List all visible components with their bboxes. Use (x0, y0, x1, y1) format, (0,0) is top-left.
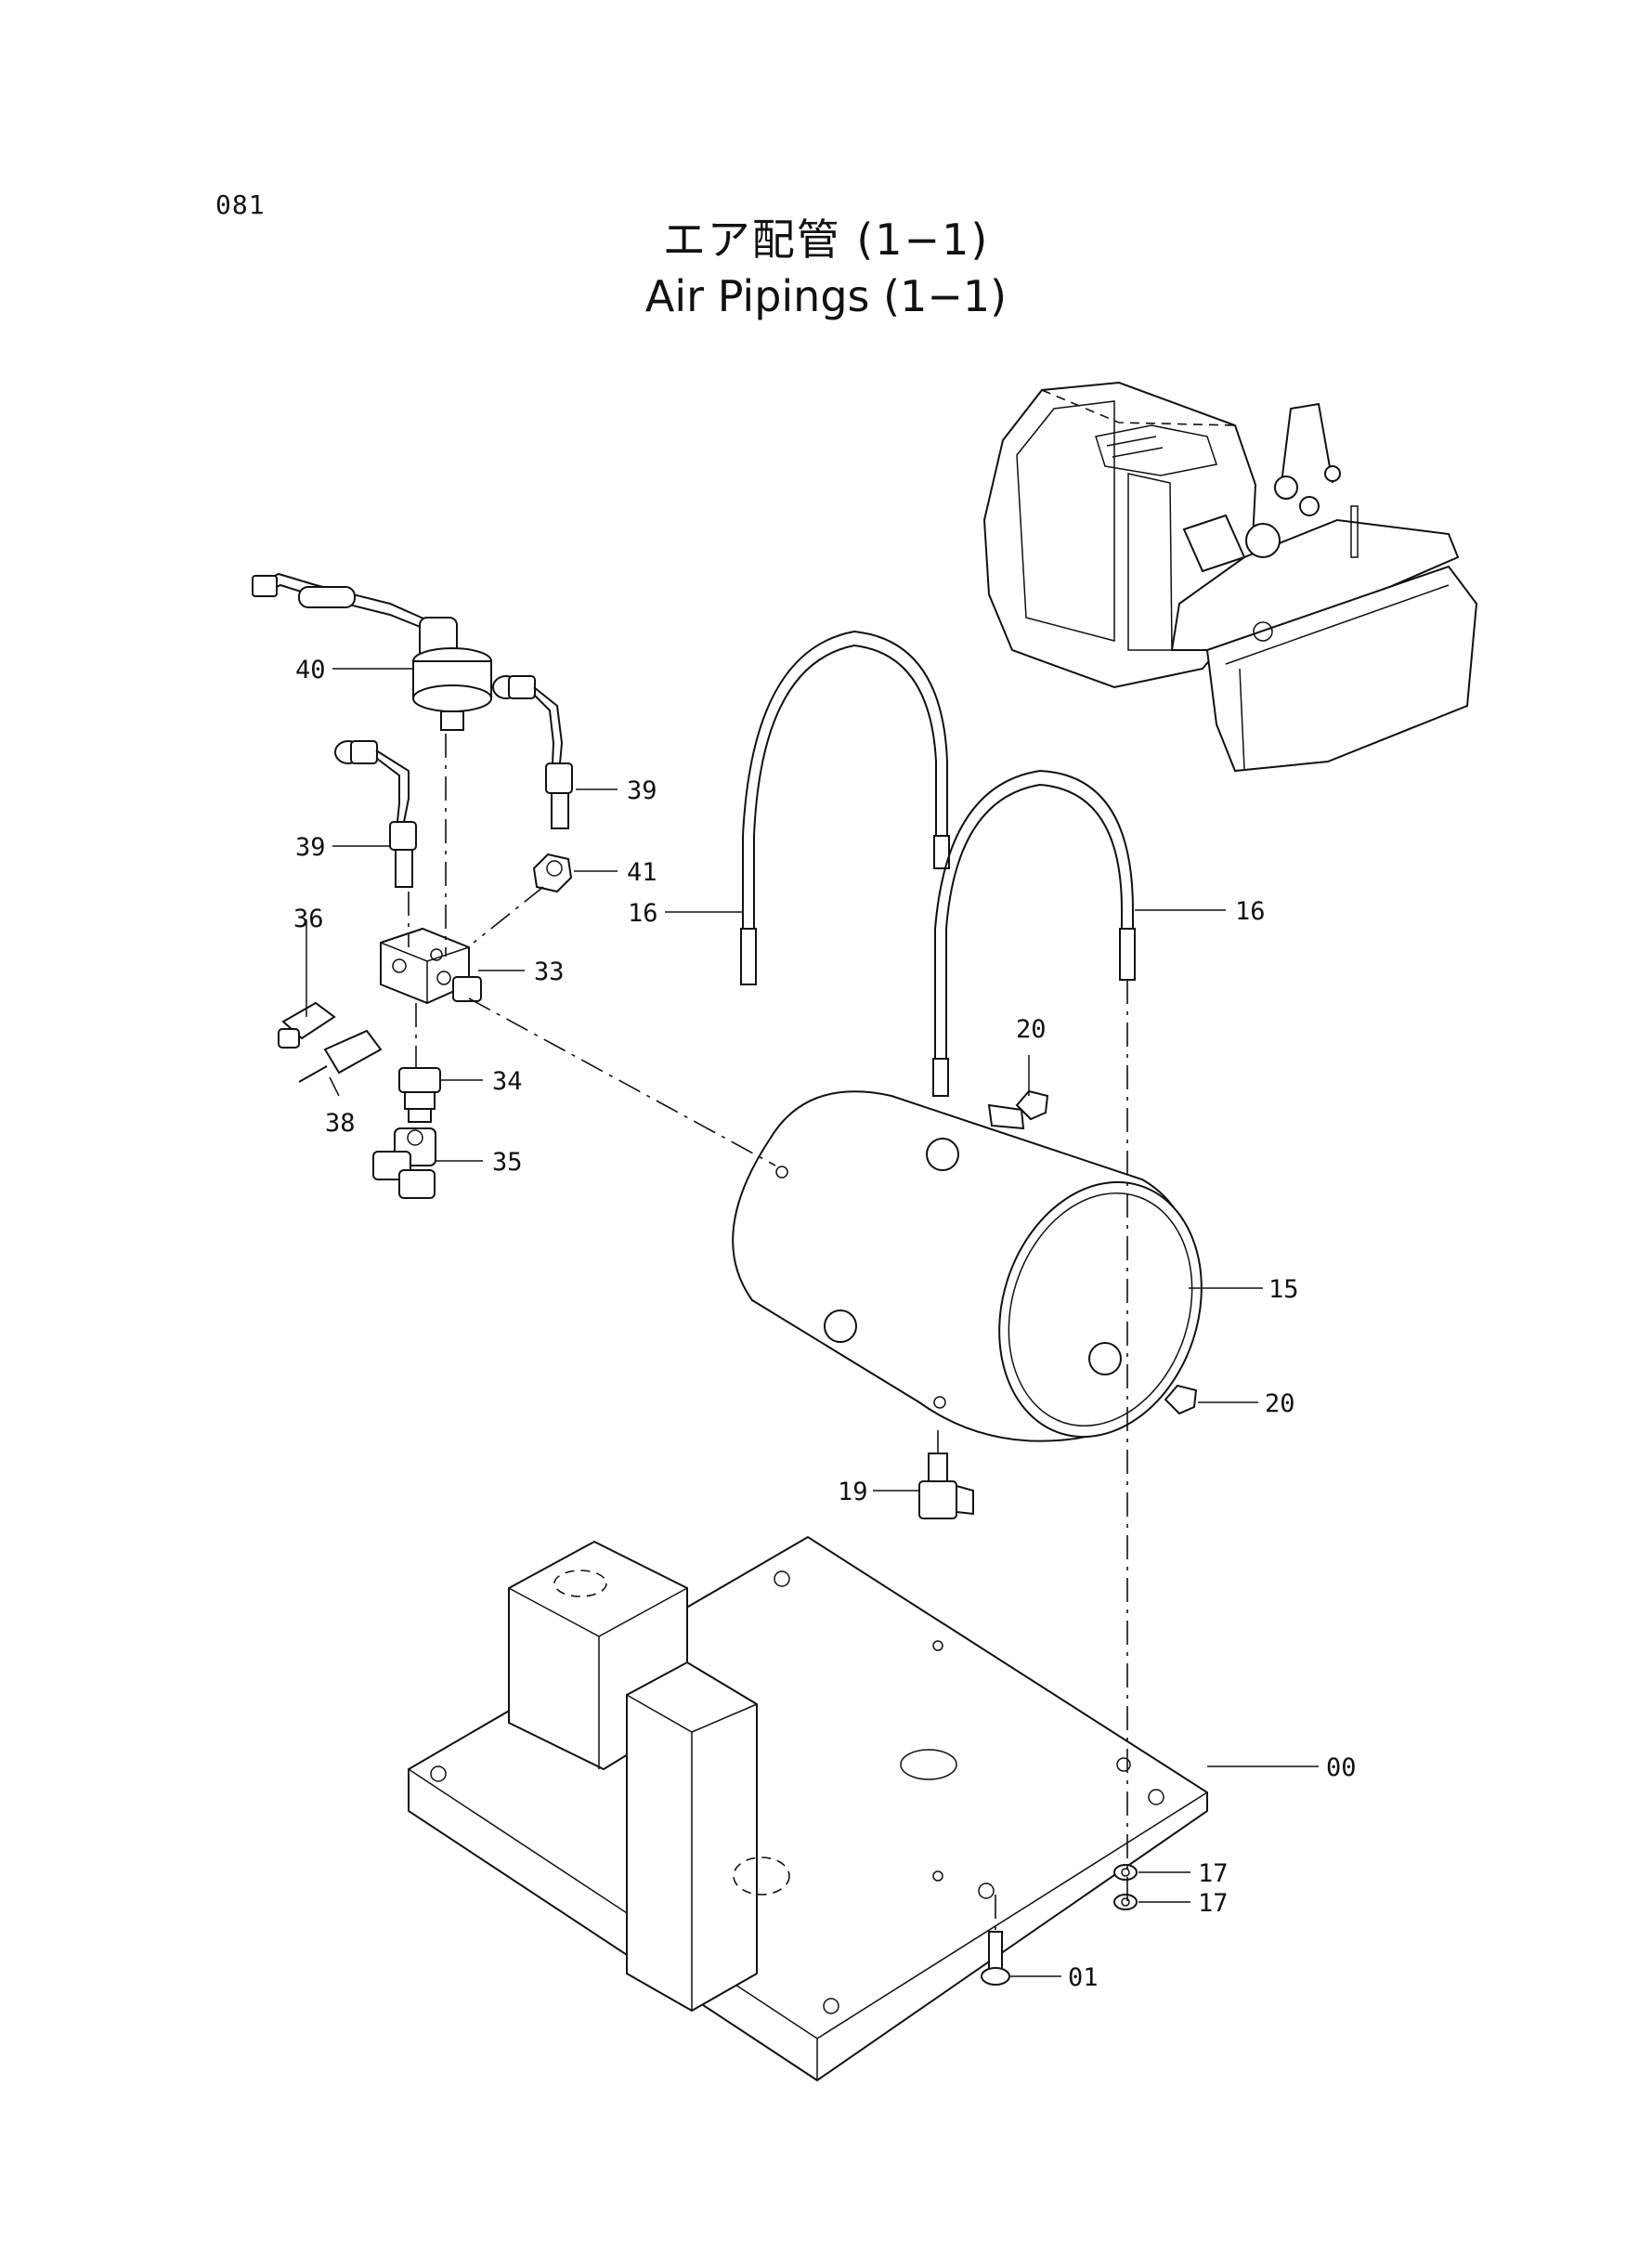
page-title: エア配管 (1−1) Air Pipings (1−1) (0, 212, 1652, 325)
drain-cock-19 (918, 1453, 974, 1519)
callout-35: 35 (492, 1148, 523, 1177)
title-japanese: エア配管 (1−1) (662, 215, 990, 265)
sensor-39-right (492, 675, 573, 829)
page-number: 081 (215, 189, 266, 220)
excavator-overview-illustration (982, 381, 1478, 773)
callout-34: 34 (492, 1067, 523, 1096)
callout-20-top: 20 (1016, 1015, 1047, 1044)
nut-17-upper (1113, 1864, 1138, 1881)
callout-40: 40 (295, 656, 326, 684)
callout-33: 33 (534, 958, 565, 986)
callout-41: 41 (627, 858, 657, 887)
callout-39-right: 39 (627, 776, 657, 805)
hose-16-left (740, 630, 950, 985)
sensor-39-left (334, 740, 417, 888)
callout-00: 00 (1326, 1753, 1357, 1782)
air-tank-15 (732, 1090, 1203, 1442)
plug-20-right (1164, 1384, 1198, 1415)
plug-20-top (1015, 1089, 1049, 1121)
callout-36: 36 (293, 905, 324, 933)
adapter-34 (398, 1067, 441, 1123)
assembly-center-lines (408, 734, 1128, 1932)
callout-38: 38 (325, 1109, 356, 1138)
hose-16-right (932, 769, 1136, 1097)
title-english: Air Pipings (1−1) (644, 271, 1008, 321)
manifold-block-33 (380, 927, 482, 1005)
fitting-36 (278, 1001, 336, 1049)
tee-35 (372, 1127, 436, 1199)
base-plate-00 (408, 1535, 1208, 2082)
elbow-41 (532, 853, 573, 893)
callout-16-left: 16 (628, 899, 658, 928)
callout-labels: 40 39 39 41 36 33 38 34 35 16 16 20 15 2… (293, 656, 1357, 1992)
callout-16-right: 16 (1235, 897, 1266, 926)
callout-20-right: 20 (1265, 1389, 1295, 1418)
callout-17-upper: 17 (1198, 1859, 1229, 1888)
callout-39-left: 39 (295, 833, 326, 862)
callout-19: 19 (838, 1478, 868, 1506)
callout-01: 01 (1068, 1963, 1099, 1992)
callout-leaders (306, 668, 1319, 1977)
pressure-switch-40 (252, 572, 492, 731)
callout-15: 15 (1268, 1275, 1299, 1304)
fitting-38 (298, 1029, 383, 1083)
callout-17-lower: 17 (1198, 1889, 1229, 1918)
nut-17-lower (1113, 1894, 1138, 1910)
